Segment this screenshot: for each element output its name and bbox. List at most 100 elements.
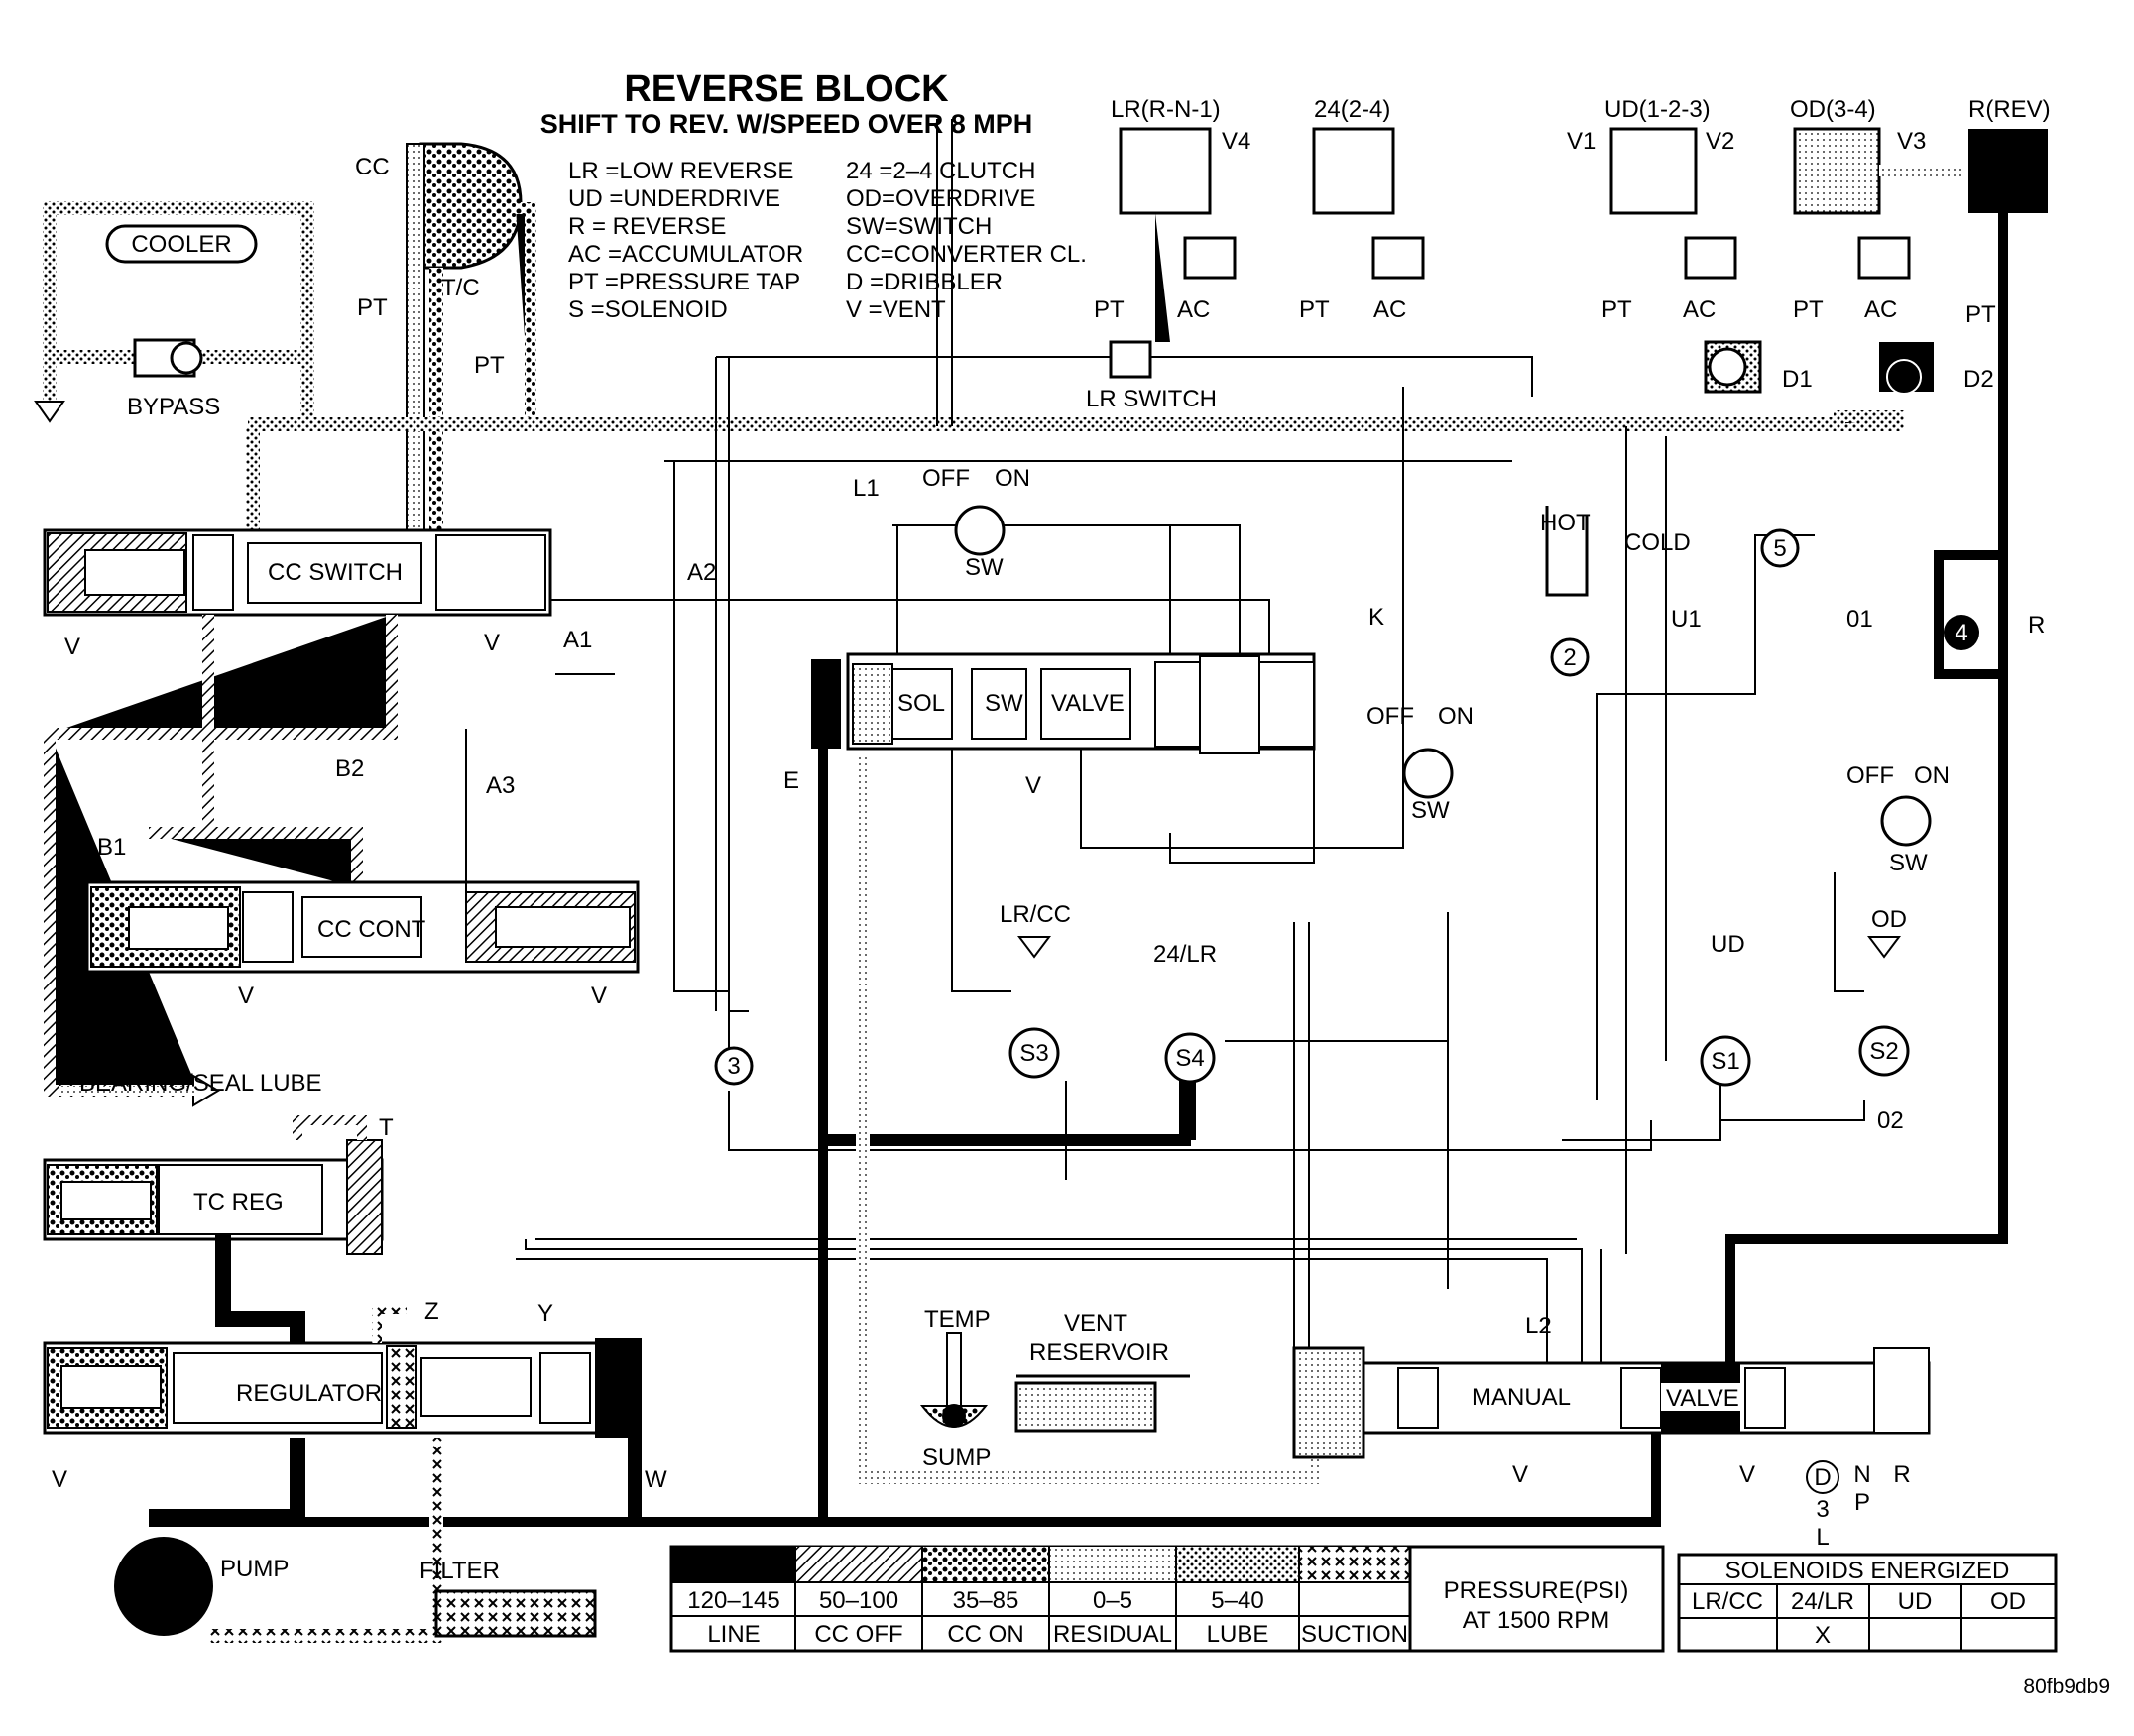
cooler-circuit: COOLER BYPASS	[34, 201, 314, 426]
s3-name: LR/CC	[1000, 901, 1071, 928]
port-b1: B1	[97, 834, 126, 861]
checkballs: 2 3 4 5	[714, 528, 1979, 1086]
valve-label: VALVE	[1051, 690, 1125, 717]
bypass-check-ball	[170, 341, 203, 375]
diagram-subtitle: SHIFT TO REV. W/SPEED OVER 8 MPH	[540, 109, 1033, 139]
s4-label: S4	[1175, 1045, 1204, 1072]
regulator-vent: V	[52, 1466, 67, 1493]
solenoid-s4: 24/LR S4	[1153, 941, 1217, 1140]
energized-value-24lr: X	[1815, 1622, 1831, 1649]
cooler	[105, 224, 258, 264]
od-pt: PT	[1793, 296, 1824, 323]
port-o2: 02	[1877, 1107, 1904, 1134]
sw3-label: SW	[1889, 850, 1928, 876]
clutch-lr: LR(R-N-1) V4 PT AC LR SWITCH	[1086, 96, 1250, 412]
cc-switch-label: CC SWITCH	[268, 559, 403, 586]
manual-valve: MANUAL VALVE V V L2	[1362, 1313, 1931, 1488]
clutch-24: 24(2-4) PT AC K	[1299, 96, 1425, 631]
sw2-label: SW	[1411, 797, 1450, 824]
sw3-off: OFF	[1846, 762, 1894, 789]
sw2-on: ON	[1438, 703, 1474, 730]
pump-icon	[114, 1537, 213, 1636]
pressure-legend-table: 120–145 50–100 35–85 0–5 5–40 LINE CC OF…	[669, 1545, 1665, 1653]
cc-switch-vent-left: V	[64, 634, 80, 660]
vent-label: VENT	[1064, 1310, 1127, 1336]
port-t: T	[379, 1114, 394, 1141]
energized-header-lrcc: LR/CC	[1692, 1588, 1763, 1615]
vent-v3: V3	[1897, 128, 1926, 155]
legend-d: D =DRIBBLER	[846, 269, 1003, 295]
legend-cc: CC=CONVERTER CL.	[846, 241, 1087, 268]
s1-label: S1	[1711, 1048, 1739, 1075]
pressure-label-lube: LUBE	[1207, 1621, 1269, 1648]
pressure-range-lube: 5–40	[1211, 1587, 1263, 1614]
ud-pt: PT	[1601, 296, 1632, 323]
sw1-off: OFF	[922, 465, 970, 492]
gear-n: N	[1853, 1461, 1870, 1488]
residual-lines	[465, 119, 1865, 1378]
port-b2: B2	[335, 755, 364, 782]
solenoid-s2: OD S2 02	[1858, 906, 1910, 1134]
solenoid-s1: UD S1	[1700, 931, 1751, 1087]
temp-label: TEMP	[924, 1306, 991, 1332]
clutch-od: OD(3-4) V3 PT AC 01	[1790, 96, 1963, 633]
figure-id: 80fb9db9	[2023, 1676, 2110, 1698]
s2-label: S2	[1869, 1038, 1898, 1065]
port-a1: A1	[563, 627, 592, 653]
energized-header-24lr: 24/LR	[1791, 1588, 1854, 1615]
port-r: R	[2028, 612, 2045, 638]
cc-label: CC	[355, 154, 390, 180]
bypass-label: BYPASS	[127, 394, 220, 420]
gear-3: 3	[1816, 1496, 1829, 1523]
legend-ud: UD =UNDERDRIVE	[568, 185, 780, 212]
cc-switch-vent-right: V	[484, 630, 500, 656]
d1-check-ball	[1708, 347, 1747, 387]
port-u1: U1	[1671, 606, 1702, 633]
legend-24: 24 =2–4 CLUTCH	[846, 158, 1035, 184]
regulator-label: REGULATOR	[236, 1380, 382, 1407]
pressure-range-residual: 0–5	[1093, 1587, 1132, 1614]
port-k: K	[1368, 604, 1384, 631]
s4-name: 24/LR	[1153, 941, 1217, 968]
pressure-range-line: 120–145	[687, 1587, 779, 1614]
pressure-range-cc-on: 35–85	[953, 1587, 1019, 1614]
cc-cont-vent-right: V	[591, 983, 607, 1009]
sump-area: TEMP SUMP VENT RESERVOIR	[856, 753, 1365, 1484]
gear-p: P	[1854, 1489, 1870, 1516]
solenoids-energized-table: SOLENOIDS ENERGIZED LR/CC 24/LR UD OD X	[1677, 1553, 2058, 1653]
s2-name: OD	[1871, 906, 1907, 933]
checkball-3: 3	[727, 1053, 740, 1080]
clutch-rev-label: R(REV)	[1968, 96, 2051, 123]
bearing-lube-label: BEARING/SEAL LUBE	[79, 1070, 322, 1097]
manual-vent-left: V	[1512, 1461, 1528, 1488]
port-d2: D2	[1963, 366, 1994, 393]
abbreviation-legend: LR =LOW REVERSE UD =UNDERDRIVE R = REVER…	[568, 158, 1087, 323]
pressure-label-suction: SUCTION	[1301, 1621, 1408, 1648]
legend-lr: LR =LOW REVERSE	[568, 158, 793, 184]
filter-label: FILTER	[419, 1558, 500, 1584]
clutch-lr-label: LR(R-N-1)	[1111, 96, 1221, 123]
pressure-switch-2: OFF ON SW	[1366, 703, 1474, 824]
pressure-switch-1: OFF ON SW L1	[853, 465, 1030, 581]
vent-v1: V1	[1567, 128, 1596, 155]
ud-ac: AC	[1683, 296, 1716, 323]
checkball-4: 4	[1955, 620, 1967, 646]
manual-label: MANUAL	[1472, 1384, 1571, 1411]
pt-tc-label: PT	[474, 352, 505, 379]
legend-pt: PT =PRESSURE TAP	[568, 269, 800, 295]
port-e: E	[783, 767, 799, 794]
drain-arrow-icon	[34, 401, 65, 423]
torque-converter: CC T/C PT PT	[355, 142, 536, 531]
rev-pt: PT	[1965, 301, 1996, 328]
pump-filter: PUMP FILTER	[114, 1304, 597, 1643]
port-z: Z	[424, 1298, 439, 1325]
cc-control-valve: CC CONT V V	[85, 880, 640, 1009]
reservoir-label: RESERVOIR	[1029, 1339, 1169, 1366]
hot-cold-valve: HOT COLD	[1540, 506, 1691, 597]
clutch-od-label: OD(3-4)	[1790, 96, 1876, 123]
pressure-range-cc-off: 50–100	[819, 1587, 898, 1614]
vent-v4: V4	[1222, 128, 1250, 155]
legend-sw: SW=SWITCH	[846, 213, 992, 240]
cc-switch-valve: CC SWITCH V V A1	[43, 528, 592, 660]
energized-header-od: OD	[1990, 1588, 2026, 1615]
